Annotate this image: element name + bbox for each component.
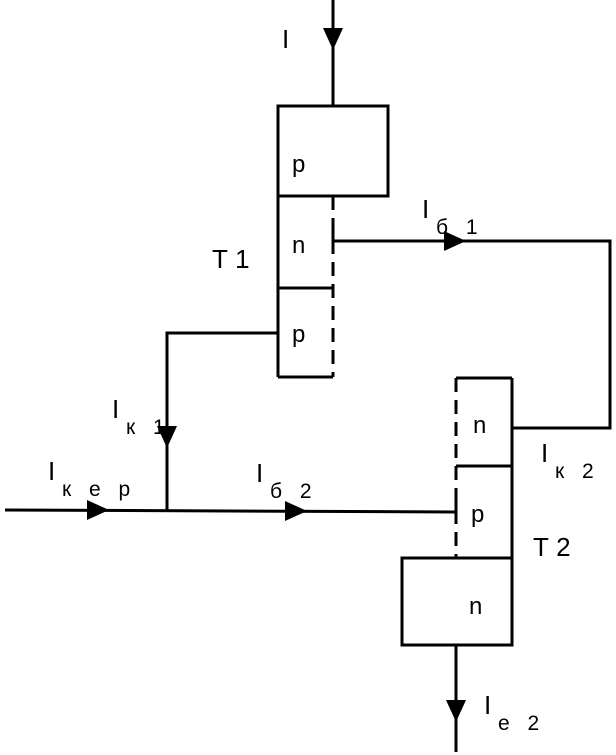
label-Ib2: I б 2	[256, 458, 318, 503]
label-T2: Т 2	[533, 532, 571, 562]
arrow-down-Ik1-icon	[157, 426, 177, 448]
T1-layer-p-bottom: p	[292, 321, 305, 348]
label-Ik1-sub: к 1	[126, 416, 171, 439]
T2-layer-n-top: n	[473, 412, 486, 439]
wire-control-input	[4, 508, 457, 514]
label-Ik2: I к 2	[541, 438, 600, 483]
label-Ib2-main: I	[256, 458, 263, 488]
label-Ie2-sub: е 2	[498, 712, 545, 735]
label-Iker: I к е р	[48, 456, 136, 501]
label-Ik1-main: I	[112, 394, 119, 424]
label-Ib1: I б 1	[422, 194, 484, 239]
wire-collector1-to-base2	[165, 331, 278, 512]
arrow-right-Iker-icon	[87, 500, 109, 520]
label-Ie2: I е 2	[484, 690, 545, 735]
label-Ik2-sub: к 2	[555, 460, 600, 483]
T2-n-emitter-box	[400, 556, 514, 647]
label-Ib1-main: I	[422, 194, 429, 224]
arrow-right-Ib2-icon	[285, 501, 307, 521]
T2-layer-p: p	[471, 501, 484, 528]
transistor-T2: n p n	[400, 376, 514, 647]
label-Ie2-main: I	[484, 690, 491, 720]
label-T1: Т 1	[212, 244, 250, 274]
label-Iker-main: I	[48, 456, 55, 486]
label-Ib2-sub: б 2	[270, 480, 318, 503]
wire-base1-to-collector2	[333, 239, 612, 430]
T2-layer-n-bottom: n	[469, 593, 482, 620]
transistor-T1: p n p	[276, 104, 390, 379]
T1-layer-n: n	[292, 232, 305, 259]
arrow-down-I-icon	[323, 28, 343, 50]
label-Ib1-sub: б 1	[436, 216, 484, 239]
arrow-right-Ib1-icon	[444, 231, 466, 251]
T1-layer-p-top: p	[292, 151, 305, 178]
label-Ik1: I к 1	[112, 394, 171, 439]
arrow-down-Ie2-icon	[446, 700, 466, 722]
label-Iker-sub: к е р	[62, 478, 136, 501]
label-I: I	[282, 24, 289, 54]
label-Ik2-main: I	[541, 438, 548, 468]
